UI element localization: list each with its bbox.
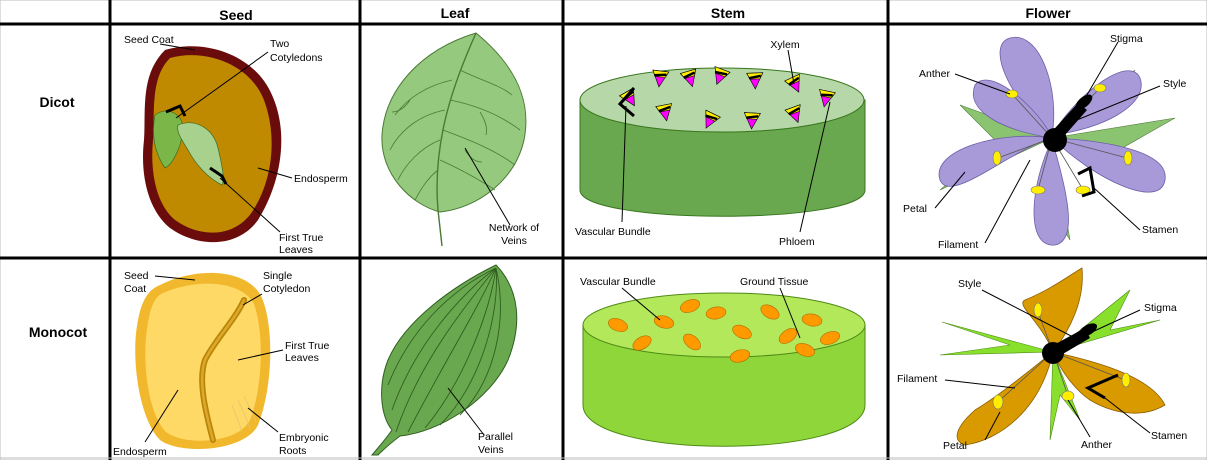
label-dicot-filament: Filament [938, 239, 978, 251]
label-ground-tissue: Ground Tissue [740, 276, 808, 288]
dicot-vascular-bundle [652, 69, 670, 88]
label-single-cotyledon-line2: Cotyledon [263, 283, 310, 295]
label-dicot-first-true-leaves-line2: Leaves [279, 244, 313, 256]
monocot-leaf [370, 264, 518, 456]
monocot-vascular-bundle [683, 333, 701, 351]
monocot-stem [582, 287, 866, 447]
label-monocot-seed-coat-line2: Coat [124, 283, 146, 295]
monocot-vascular-bundle [729, 349, 751, 363]
dicot-leaf-blade [381, 32, 527, 213]
dicot-vascular-bundle [746, 72, 764, 90]
monocot-vascular-bundle [632, 335, 652, 351]
dicot-vascular-bundle [714, 66, 731, 86]
monocot-flower-petals [956, 267, 1166, 446]
label-dicot-endosperm: Endosperm [294, 173, 348, 185]
dicot-seed [143, 43, 293, 243]
monocot-vascular-bundle [705, 306, 727, 320]
monocot-vascular-bundle [760, 304, 780, 320]
dicot-cotyledon-left [153, 110, 184, 169]
label-parallel-veins-line2: Veins [478, 444, 504, 456]
dicot-leaf [381, 32, 527, 247]
dicot-vascular-bundle [655, 103, 672, 122]
monocot-flower [939, 267, 1166, 446]
column-header-seed: Seed [219, 7, 252, 23]
row-header-dicot: Dicot [40, 94, 75, 110]
label-monocot-anther: Anther [1081, 439, 1112, 451]
monocot-vascular-bundle [608, 318, 628, 332]
monocot-vascular-bundle [732, 324, 752, 340]
label-monocot-petal: Petal [943, 440, 967, 452]
label-monocot-first-true-leaves-line1: First True [285, 340, 329, 352]
label-monocot-filament: Filament [897, 373, 937, 385]
column-header-leaf: Leaf [441, 5, 470, 21]
monocot-vascular-bundle [801, 313, 823, 327]
label-monocot-endosperm: Endosperm [113, 446, 167, 458]
label-dicot-stamen: Stamen [1142, 224, 1178, 236]
dicot-vascular-bundle [679, 68, 697, 88]
dicot-flower-petals [938, 36, 1166, 246]
monocot-vascular-bundle [795, 343, 815, 357]
dicot-vascular-bundles [619, 66, 836, 130]
label-two-cotyledons-line1: Two [270, 38, 289, 50]
label-monocot-seed-coat-line1: Seed [124, 270, 149, 282]
label-dicot-anther: Anther [919, 68, 950, 80]
column-header-stem: Stem [711, 5, 745, 21]
monocot-vascular-bundles [608, 299, 840, 363]
monocot-seed [135, 272, 284, 449]
dicot-flower [934, 36, 1176, 246]
monocot-stem-side [582, 324, 866, 447]
monocot-vascular-bundle [820, 331, 840, 345]
label-network-of-veins-line1: Network of [489, 222, 539, 234]
monocot-anthers [992, 302, 1131, 410]
monocot-vascular-bundle [680, 299, 700, 313]
label-monocot-first-true-leaves-line2: Leaves [285, 352, 319, 364]
label-two-cotyledons-line2: Cotyledons [270, 52, 323, 64]
label-embryonic-roots-line2: Roots [279, 445, 306, 457]
column-header-flower: Flower [1025, 5, 1071, 21]
dicot-stem [579, 49, 866, 233]
monocot-leaf-blade [370, 264, 518, 456]
dicot-vascular-bundle [743, 112, 761, 130]
dicot-vascular-bundle [819, 89, 836, 108]
monocot-vascular-bundle [778, 328, 798, 344]
label-phloem: Phloem [779, 236, 815, 248]
row-header-monocot: Monocot [29, 324, 88, 340]
monocot-stem-top [582, 292, 866, 358]
label-dicot-first-true-leaves-line1: First True [279, 232, 323, 244]
label-monocot-style: Style [958, 278, 982, 290]
label-dicot-seed-coat: Seed Coat [124, 34, 174, 46]
dicot-anthers [992, 83, 1133, 195]
label-single-cotyledon-line1: Single [263, 270, 292, 282]
label-monocot-stamen: Stamen [1151, 430, 1187, 442]
dicot-vascular-bundle [705, 109, 721, 129]
label-embryonic-roots-line1: Embryonic [279, 432, 329, 444]
parallel-veins [387, 267, 501, 433]
dicot-stem-side [579, 99, 866, 217]
dicot-leaf-veins [389, 69, 521, 201]
label-monocot-vascular-bundle: Vascular Bundle [580, 276, 656, 288]
label-dicot-stigma: Stigma [1110, 33, 1143, 45]
label-monocot-stigma: Stigma [1144, 302, 1177, 314]
label-dicot-style: Style [1163, 78, 1187, 90]
label-dicot-vascular-bundle: Vascular Bundle [575, 226, 651, 238]
dicot-vascular-bundle [784, 104, 801, 124]
label-parallel-veins-line1: Parallel [478, 431, 513, 443]
dicot-vascular-bundle [784, 73, 800, 93]
label-dicot-petal: Petal [903, 203, 927, 215]
label-xylem: Xylem [770, 39, 799, 51]
label-network-of-veins-line2: Veins [501, 235, 527, 247]
